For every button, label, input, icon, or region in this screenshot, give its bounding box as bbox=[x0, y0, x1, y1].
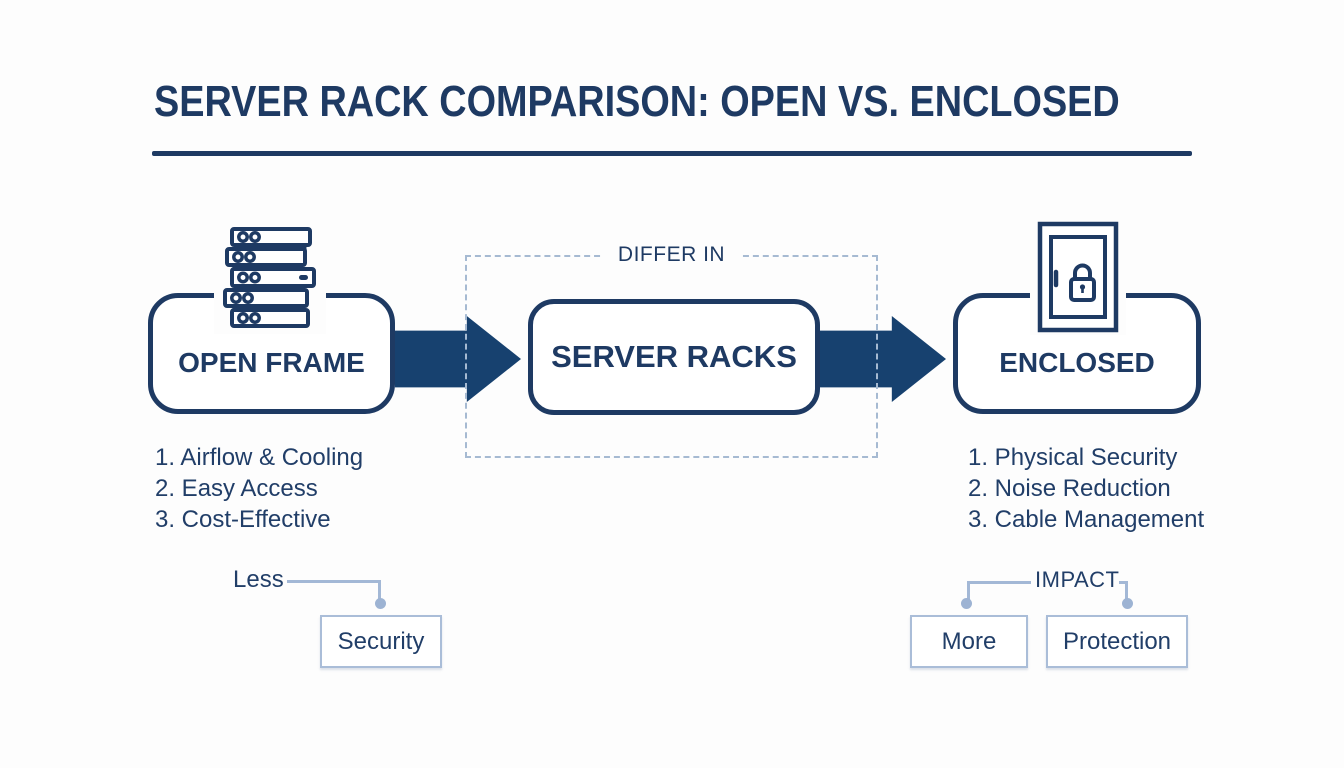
feature-item: 2. Easy Access bbox=[155, 475, 318, 502]
page-title: SERVER RACK COMPARISON: OPEN VS. ENCLOSE… bbox=[154, 77, 1120, 126]
feature-item: 1. Physical Security bbox=[968, 444, 1178, 471]
node-server-racks: SERVER RACKS bbox=[528, 299, 820, 415]
feature-item: 2. Noise Reduction bbox=[968, 475, 1171, 502]
feature-item: 3. Cost-Effective bbox=[155, 506, 331, 533]
more-connector-line bbox=[967, 581, 1031, 601]
node-server-racks-label: SERVER RACKS bbox=[551, 339, 797, 374]
security-box: Security bbox=[320, 615, 442, 668]
title-underline bbox=[152, 151, 1192, 156]
less-connector-line bbox=[287, 580, 381, 602]
locked-cabinet-icon bbox=[1030, 219, 1126, 335]
protection-box: Protection bbox=[1046, 615, 1188, 668]
impact-label: IMPACT bbox=[1035, 567, 1120, 592]
security-box-label: Security bbox=[337, 627, 425, 655]
less-label: Less bbox=[233, 566, 284, 593]
node-enclosed: ENCLOSED bbox=[953, 293, 1201, 414]
node-open-frame-label: OPEN FRAME bbox=[178, 346, 365, 378]
feature-item: 1. Airflow & Cooling bbox=[155, 444, 364, 471]
node-enclosed-label: ENCLOSED bbox=[999, 346, 1155, 378]
more-box-label: More bbox=[941, 627, 997, 655]
server-rack-stack-icon bbox=[214, 222, 326, 334]
more-box: More bbox=[910, 615, 1028, 668]
protection-box-label: Protection bbox=[1062, 627, 1172, 655]
protection-connector-line bbox=[1119, 581, 1128, 601]
differ-in-container: DIFFER IN bbox=[465, 243, 878, 458]
enclosed-feature-list: 1. Physical Security 2. Noise Reduction … bbox=[968, 442, 1204, 535]
connector-dot bbox=[375, 598, 386, 609]
open-frame-feature-list: 1. Airflow & Cooling 2. Easy Access 3. C… bbox=[155, 442, 363, 535]
feature-item: 3. Cable Management bbox=[968, 506, 1205, 533]
connector-dot bbox=[961, 598, 972, 609]
differ-in-label: DIFFER IN bbox=[601, 243, 742, 267]
connector-dot bbox=[1122, 598, 1133, 609]
